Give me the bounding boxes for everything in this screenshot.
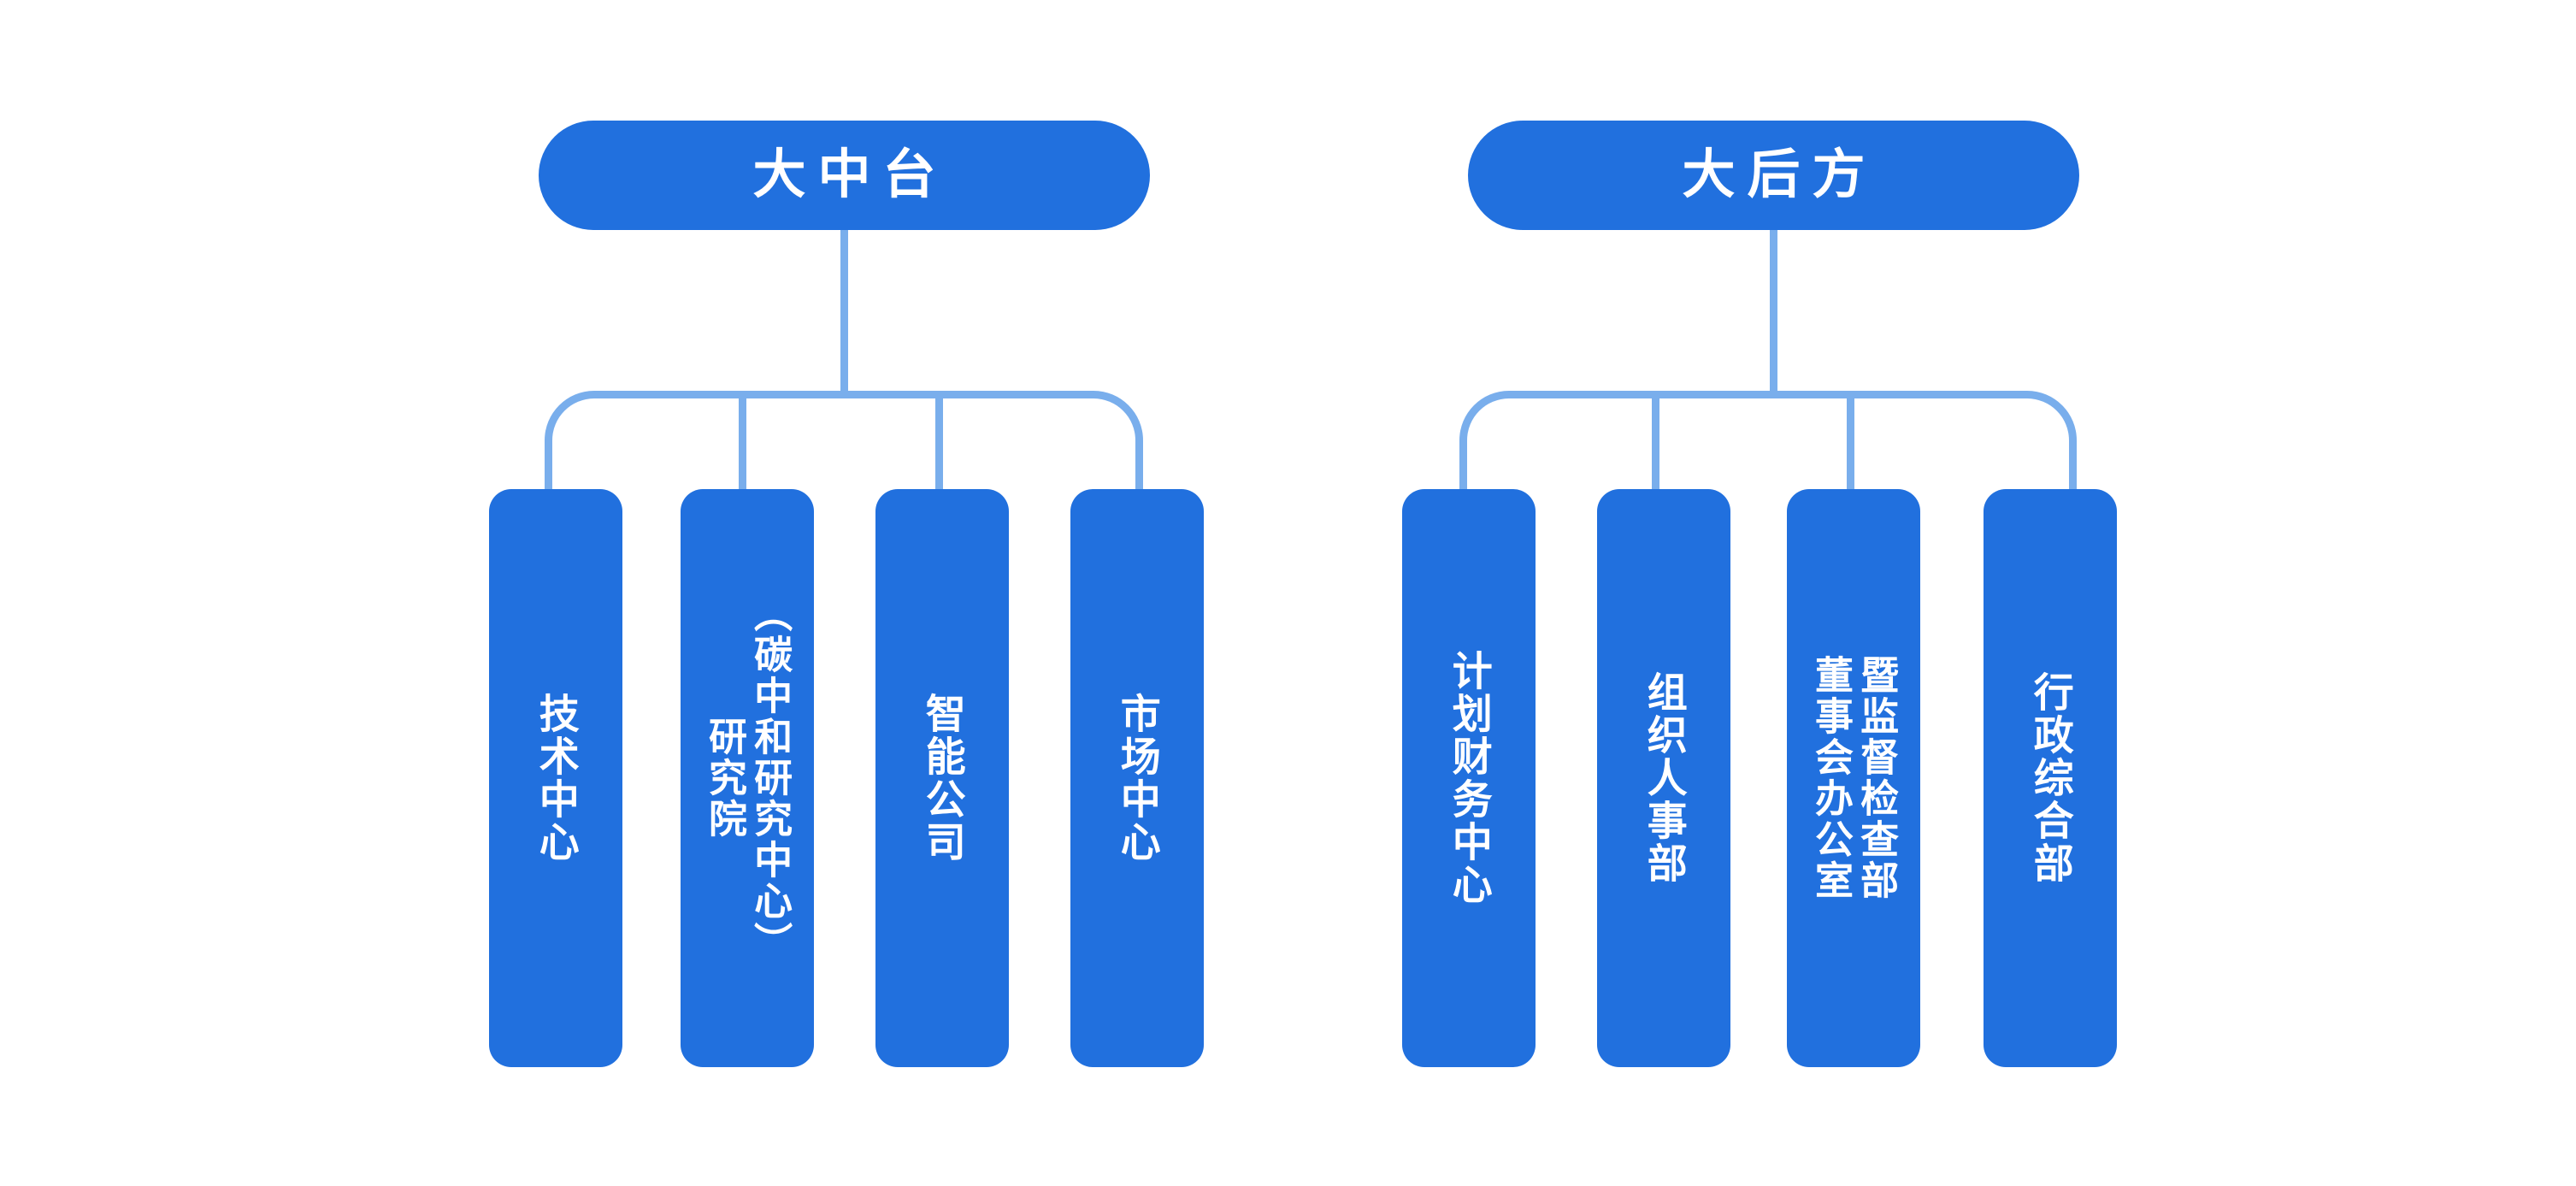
node-board-office-supervision-dept[interactable]: 暨监督检查部 董事会办公室 — [1787, 489, 1920, 1067]
node-label-line-1: 市场中心 — [1114, 693, 1160, 864]
node-intelligent-company[interactable]: 智能公司 — [875, 489, 1009, 1067]
connector-stem-right — [1770, 230, 1777, 394]
group-header-label: 大后方 — [1682, 145, 1877, 204]
connector-bus-right — [1459, 391, 2077, 502]
connector-drop-left-2 — [739, 394, 746, 490]
connector-drop-right-2 — [1652, 394, 1659, 490]
node-admin-general-dept[interactable]: 行政综合部 — [1984, 489, 2117, 1067]
node-market-center[interactable]: 市场中心 — [1070, 489, 1204, 1067]
node-tech-center[interactable]: 技术中心 — [489, 489, 622, 1067]
group-header-middle-platform[interactable]: 大中台 — [539, 121, 1150, 230]
node-label-line-2: 研究院 — [703, 717, 746, 840]
node-label-line-2: 董事会办公室 — [1809, 655, 1853, 901]
node-org-personnel-dept[interactable]: 组织人事部 — [1597, 489, 1730, 1067]
connector-drop-left-3 — [935, 394, 943, 490]
group-header-rear-support[interactable]: 大后方 — [1468, 121, 2079, 230]
node-label-line-1: 组织人事部 — [1641, 671, 1687, 885]
node-label-line-1: 行政综合部 — [2027, 671, 2073, 885]
node-label-line-1: 技术中心 — [533, 693, 579, 864]
connector-stem-left — [840, 230, 848, 394]
node-plan-finance-center[interactable]: 计划财务中心 — [1402, 489, 1536, 1067]
node-label-line-1: 计划财务中心 — [1446, 650, 1492, 906]
connector-bus-left — [545, 391, 1143, 502]
node-label-line-1: 智能公司 — [919, 693, 965, 864]
group-header-label: 大中台 — [752, 145, 948, 204]
connector-drop-right-3 — [1847, 394, 1854, 490]
node-label-line-1: （碳中和研究中心） — [748, 593, 793, 963]
node-research-institute[interactable]: （碳中和研究中心） 研究院 — [681, 489, 814, 1067]
node-label-line-1: 暨监督检查部 — [1854, 655, 1899, 901]
